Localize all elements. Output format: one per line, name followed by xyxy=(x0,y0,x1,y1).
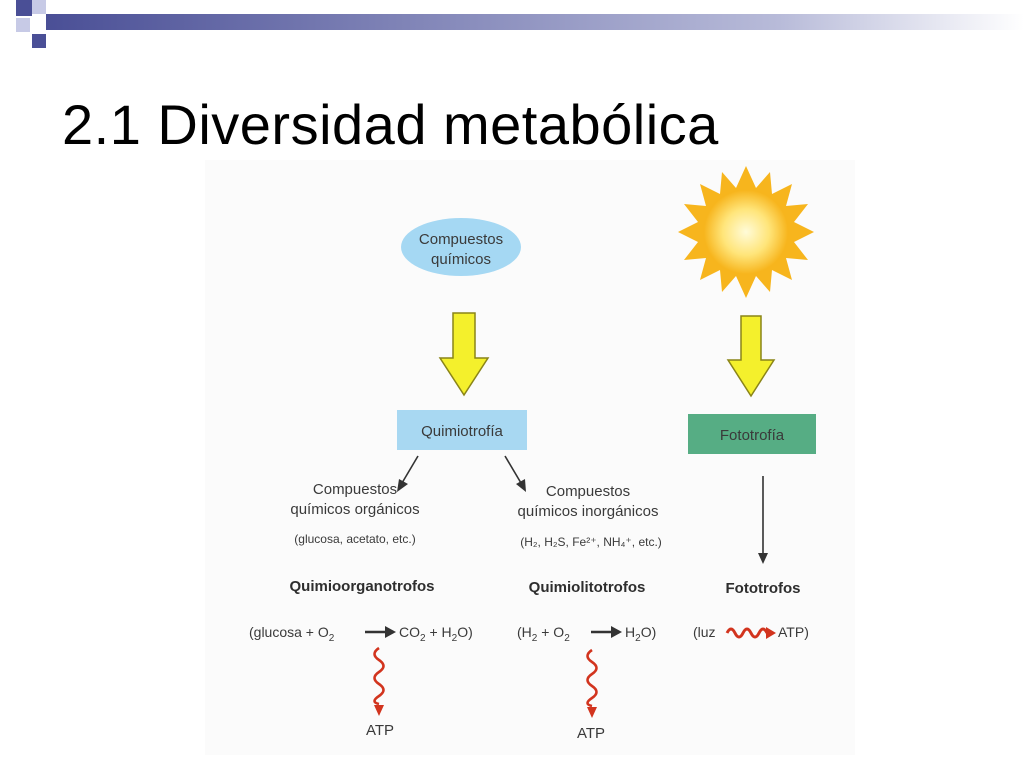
accent-square-dark xyxy=(16,0,32,16)
metabolic-diagram: Compuestos químicos Quimiotrofía Fototro… xyxy=(205,160,855,755)
chemicals-label-line2: químicos xyxy=(431,251,491,268)
svg-text:ATP): ATP) xyxy=(778,624,809,640)
branch-arrow-organic xyxy=(397,455,419,492)
accent-square-light xyxy=(32,0,46,14)
svg-text:CO2 + H2O): CO2 + H2O) xyxy=(399,624,473,644)
title-bar xyxy=(46,14,1024,30)
reaction-inorganic: (H2 + O2 H2O) xyxy=(517,624,656,644)
reaction-photo: (luz ATP) xyxy=(693,624,809,640)
squiggle-energy-icon xyxy=(373,646,385,716)
inorganic-label-line1: Compuestos xyxy=(546,483,630,500)
down-arrow-icon xyxy=(438,312,490,397)
inorganic-label-line2: químicos inorgánicos xyxy=(518,503,659,520)
organic-label-line2: químicos orgánicos xyxy=(290,501,419,518)
branch-arrow-inorganic xyxy=(504,455,526,492)
organic-label-line1: Compuestos xyxy=(313,481,397,498)
reaction-organic: (glucosa + O2 CO2 + H2O) xyxy=(249,624,473,644)
quimiolitotrofos-label: Quimiolitotrofos xyxy=(529,579,646,596)
sun-icon xyxy=(678,166,814,298)
organic-examples: (glucosa, acetato, etc.) xyxy=(294,532,415,546)
squiggle-energy-icon xyxy=(586,648,598,718)
squiggle-energy-icon xyxy=(725,627,769,639)
chemicals-label-line1: Compuestos xyxy=(419,231,503,248)
title-decoration xyxy=(16,0,1024,48)
slide-title: 2.1 Diversidad metabólica xyxy=(62,93,719,156)
accent-square-light xyxy=(16,18,30,32)
quimiotrofia-box xyxy=(397,410,527,450)
atp-label-organic: ATP xyxy=(366,722,394,739)
inorganic-examples: (H₂, H₂S, Fe²⁺, NH₄⁺, etc.) xyxy=(520,535,662,549)
quimioorganotrofos-label: Quimioorganotrofos xyxy=(290,578,435,595)
quimiotrofia-label: Quimiotrofía xyxy=(421,423,503,440)
accent-square-dark xyxy=(32,34,46,48)
svg-text:(H2 + O2: (H2 + O2 xyxy=(517,624,570,644)
down-arrow-icon xyxy=(726,315,776,398)
fototrofia-arrow xyxy=(758,476,768,564)
fototrofos-label: Fototrofos xyxy=(726,580,801,597)
svg-text:(glucosa + O2: (glucosa + O2 xyxy=(249,624,335,644)
svg-text:H2O): H2O) xyxy=(625,624,656,644)
fototrofia-box xyxy=(688,414,816,454)
atp-label-inorganic: ATP xyxy=(577,725,605,742)
fototrofia-label: Fototrofía xyxy=(720,427,785,444)
svg-text:(luz: (luz xyxy=(693,624,716,640)
chemicals-ellipse xyxy=(401,218,521,276)
